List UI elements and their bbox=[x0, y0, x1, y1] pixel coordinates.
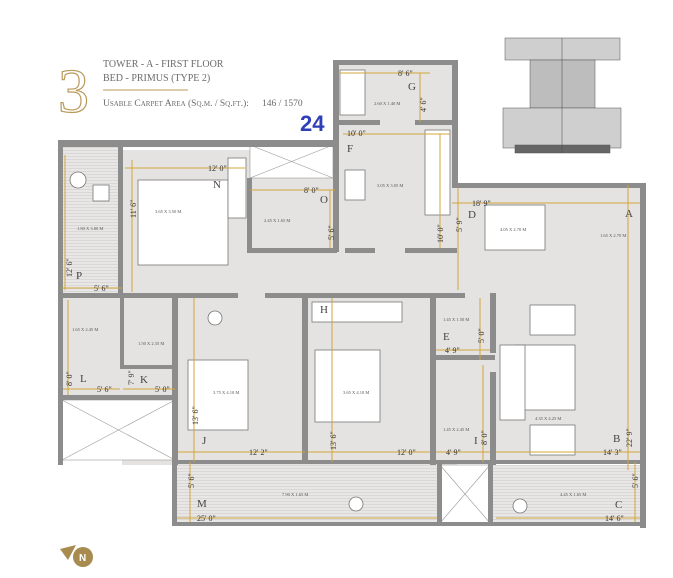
sofa-left bbox=[499, 344, 526, 421]
balcony-p-deck bbox=[62, 145, 122, 295]
wardrobe-h bbox=[311, 301, 403, 323]
north-arrow-icon: N bbox=[60, 545, 93, 567]
room-size-i: 1.45 X 2.45 M bbox=[443, 427, 469, 432]
walls bbox=[58, 60, 646, 528]
room-letter-e: E bbox=[443, 331, 450, 343]
room-size-p: 1.80 X 3.80 M bbox=[77, 226, 103, 231]
room-letter-k: K bbox=[140, 374, 148, 386]
dim-g-height: 4' 6" bbox=[419, 97, 428, 112]
dim-p-height: 12' 6" bbox=[65, 258, 74, 277]
balcony-c-deck bbox=[490, 465, 645, 523]
room-size-a: 1.65 X 2.70 M bbox=[600, 233, 626, 238]
room-size-h: 3.65 X 4.10 M bbox=[343, 390, 369, 395]
bhk-number: 3 bbox=[58, 58, 89, 126]
dim-e-height: 5' 0" bbox=[477, 328, 486, 343]
room-size-l: 1.65 X 2.45 M bbox=[72, 327, 98, 332]
room-size-o: 2.45 X 1.65 M bbox=[264, 218, 290, 223]
room-size-g: 2.60 X 1.40 M bbox=[374, 101, 400, 106]
room-letter-m: M bbox=[197, 498, 207, 510]
room-size-d: 4.05 X 2.70 M bbox=[500, 227, 526, 232]
kitchen-counter bbox=[424, 129, 451, 216]
room-letter-g: G bbox=[408, 81, 416, 93]
tower-line: TOWER - A - FIRST FLOOR bbox=[103, 59, 224, 70]
table bbox=[512, 498, 528, 514]
dim-p-width: 5' 6" bbox=[94, 284, 109, 293]
key-plan-thumbnail bbox=[502, 37, 622, 154]
dim-j-width: 12' 2" bbox=[249, 448, 268, 457]
dim-c-height: 5' 6" bbox=[631, 473, 640, 488]
dim-b-width: 14' 3" bbox=[603, 448, 622, 457]
utility-counter bbox=[339, 69, 366, 116]
dim-n-width: 12' 0" bbox=[208, 164, 227, 173]
chair bbox=[92, 184, 110, 202]
table bbox=[348, 496, 364, 512]
dim-h-width: 12' 0" bbox=[397, 448, 416, 457]
room-size-b: 4.35 X 4.25 M bbox=[535, 416, 561, 421]
room-letter-d: D bbox=[468, 209, 476, 221]
dim-c-width: 14' 6" bbox=[605, 514, 624, 523]
room-letter-a: A bbox=[625, 208, 633, 220]
room-letter-b: B bbox=[613, 433, 620, 445]
bed-h bbox=[314, 349, 381, 423]
dim-d-height: 5' 9" bbox=[455, 217, 464, 232]
furniture bbox=[69, 69, 576, 514]
bed-n bbox=[137, 179, 229, 266]
room-letter-h: H bbox=[320, 304, 328, 316]
room-size-e: 1.45 X 1.50 M bbox=[443, 317, 469, 322]
dim-j-height: 13' 6" bbox=[191, 406, 200, 425]
room-letter-c: C bbox=[615, 499, 622, 511]
room-letter-l: L bbox=[80, 373, 87, 385]
chair bbox=[69, 171, 87, 189]
dimension-texts: 8' 6" 4' 6" 10' 0" 10' 0" 12' 0" 11' 6" … bbox=[65, 69, 640, 523]
north-label: N bbox=[79, 553, 86, 564]
dim-n-height: 11' 6" bbox=[129, 200, 138, 218]
room-letter-j: J bbox=[202, 435, 207, 447]
room-labels: A 1.65 X 2.70 M B 4.35 X 4.25 M C 4.45 X… bbox=[72, 81, 633, 511]
dim-i-width: 4' 9" bbox=[446, 448, 461, 457]
dim-g-width: 8' 6" bbox=[398, 69, 413, 78]
header: 3 TOWER - A - FIRST FLOOR BED - PRIMUS (… bbox=[57, 57, 325, 136]
dimension-lines bbox=[62, 72, 640, 522]
room-size-m: 7.90 X 1.65 M bbox=[282, 492, 308, 497]
dim-f-width: 10' 0" bbox=[347, 129, 366, 138]
sofa-top bbox=[529, 304, 576, 336]
dim-l-width: 5' 6" bbox=[97, 385, 112, 394]
wardrobe-n bbox=[227, 157, 247, 219]
carpet-area-label: Usable Carpet Area (Sq.m. / Sq.ft.): bbox=[103, 98, 249, 109]
dim-m-height: 5' 6" bbox=[187, 473, 196, 488]
dim-l-height: 8' 0" bbox=[65, 371, 74, 386]
table bbox=[207, 310, 223, 326]
room-size-f: 3.05 X 3.05 M bbox=[377, 183, 403, 188]
balcony-m-deck bbox=[175, 465, 440, 523]
dim-i-height: 8' 0" bbox=[480, 430, 489, 445]
dim-h-height: 13' 6" bbox=[329, 431, 338, 450]
dim-b-height: 22' 9" bbox=[625, 428, 634, 447]
room-size-k: 1.50 X 2.35 M bbox=[138, 341, 164, 346]
room-letter-o: O bbox=[320, 194, 328, 206]
type-line: BED - PRIMUS (TYPE 2) bbox=[103, 73, 210, 84]
cooktop bbox=[344, 169, 366, 201]
room-letter-i: I bbox=[474, 435, 478, 447]
unit-number: 24 bbox=[300, 111, 325, 136]
room-size-n: 3.65 X 3.50 M bbox=[155, 209, 181, 214]
dim-k-width: 5' 0" bbox=[155, 385, 170, 394]
dim-o-width: 8' 0" bbox=[304, 186, 319, 195]
dim-o-height: 5' 6" bbox=[327, 225, 336, 240]
dim-d-width: 18' 9" bbox=[472, 199, 491, 208]
bed-j bbox=[187, 359, 249, 431]
dim-m-width: 25' 0" bbox=[197, 514, 216, 523]
carpet-area-value: 146 / 1570 bbox=[262, 99, 303, 109]
sofa-bottom bbox=[529, 424, 576, 456]
room-letter-n: N bbox=[213, 179, 221, 191]
dim-f-height: 10' 0" bbox=[436, 224, 445, 243]
room-size-j: 3.75 X 4.10 M bbox=[213, 390, 239, 395]
dim-e-width: 4' 9" bbox=[445, 346, 460, 355]
room-letter-p: P bbox=[76, 270, 82, 282]
room-size-c: 4.45 X 1.65 M bbox=[560, 492, 586, 497]
room-letter-f: F bbox=[347, 143, 353, 155]
dining-table bbox=[484, 204, 546, 251]
dim-k-height: 7' 9" bbox=[127, 370, 136, 385]
